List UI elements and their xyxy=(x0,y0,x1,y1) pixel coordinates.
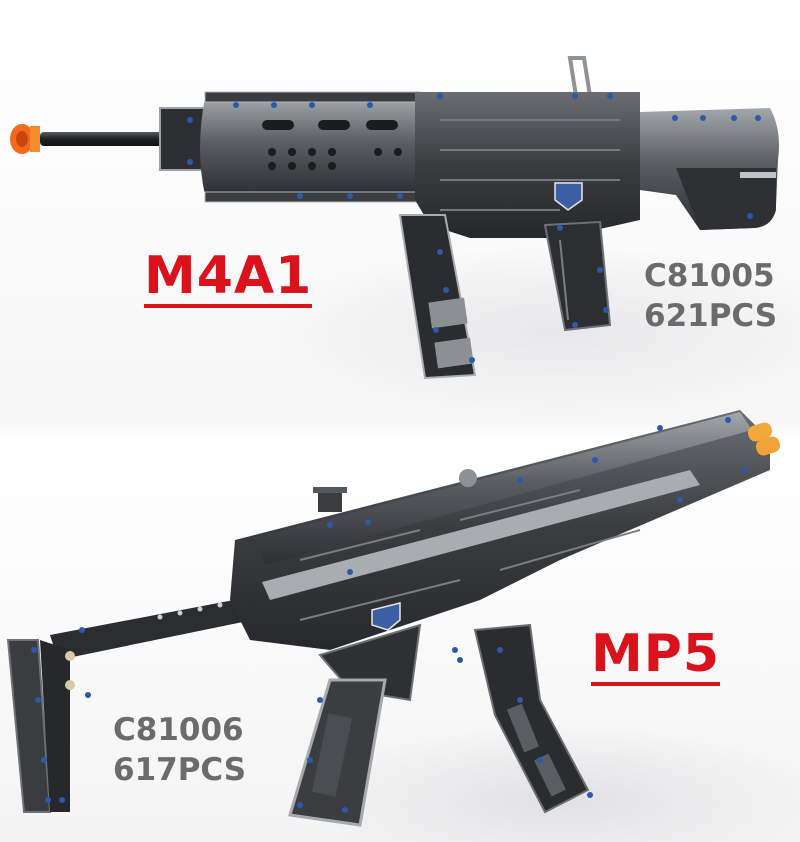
m4a1-spec: C81005 621PCS xyxy=(644,256,777,336)
m4a1-muzzle-hole xyxy=(16,131,28,147)
mp5-magazine xyxy=(473,623,590,814)
m4a1-stock-highlight xyxy=(740,172,776,178)
m4a1-product-code: C81005 xyxy=(644,258,775,294)
m4a1-piece-count: 621PCS xyxy=(644,298,778,334)
m4a1-receiver xyxy=(415,92,640,238)
m4a1-handguard-holes xyxy=(262,120,402,170)
mp5-muzzle-tip xyxy=(755,436,781,456)
mp5-stock-rod xyxy=(50,595,262,660)
mp5-stock-bushing xyxy=(65,651,75,661)
mp5-product-code: C81006 xyxy=(113,712,244,748)
mp5-piece-count: 617PCS xyxy=(113,752,247,788)
m4a1-pins xyxy=(187,93,761,363)
mp5-stock-brace xyxy=(40,640,70,812)
mp5-pins xyxy=(31,417,748,813)
mp5-gear xyxy=(459,469,477,487)
mp5-magazine-window xyxy=(506,703,540,753)
m4a1-receiver-lines xyxy=(440,119,620,211)
m4a1-model-label: M4A1 xyxy=(144,246,313,308)
m4a1-foregrip-panel xyxy=(434,337,474,369)
mp5-stock-holes xyxy=(157,602,223,620)
mp5-rear-sight-top xyxy=(313,487,347,493)
mp5-grip-panel xyxy=(311,713,353,797)
m4a1-muzzle-ring xyxy=(30,126,40,152)
m4a1-magazine-line xyxy=(559,239,569,321)
m4a1-foregrip xyxy=(398,214,477,380)
mp5-muzzle-tip xyxy=(747,422,773,442)
mp5-stock-bushing xyxy=(65,680,75,690)
mp5-upper-tube xyxy=(255,412,752,565)
mp5-spec: C81006 617PCS xyxy=(113,710,246,790)
mp5-body-lines xyxy=(299,489,641,621)
m4a1-barrel xyxy=(40,132,165,146)
mp5-model-label: MP5 xyxy=(591,624,721,686)
mp5-mid-band xyxy=(262,470,700,600)
mp5-magazine-window xyxy=(534,753,566,797)
m4a1-foregrip-panel xyxy=(428,297,468,329)
m4a1-badge xyxy=(554,182,583,211)
mp5-badge xyxy=(371,602,401,631)
mp5-rear-sight xyxy=(318,490,342,512)
m4a1-handguard xyxy=(200,98,420,195)
